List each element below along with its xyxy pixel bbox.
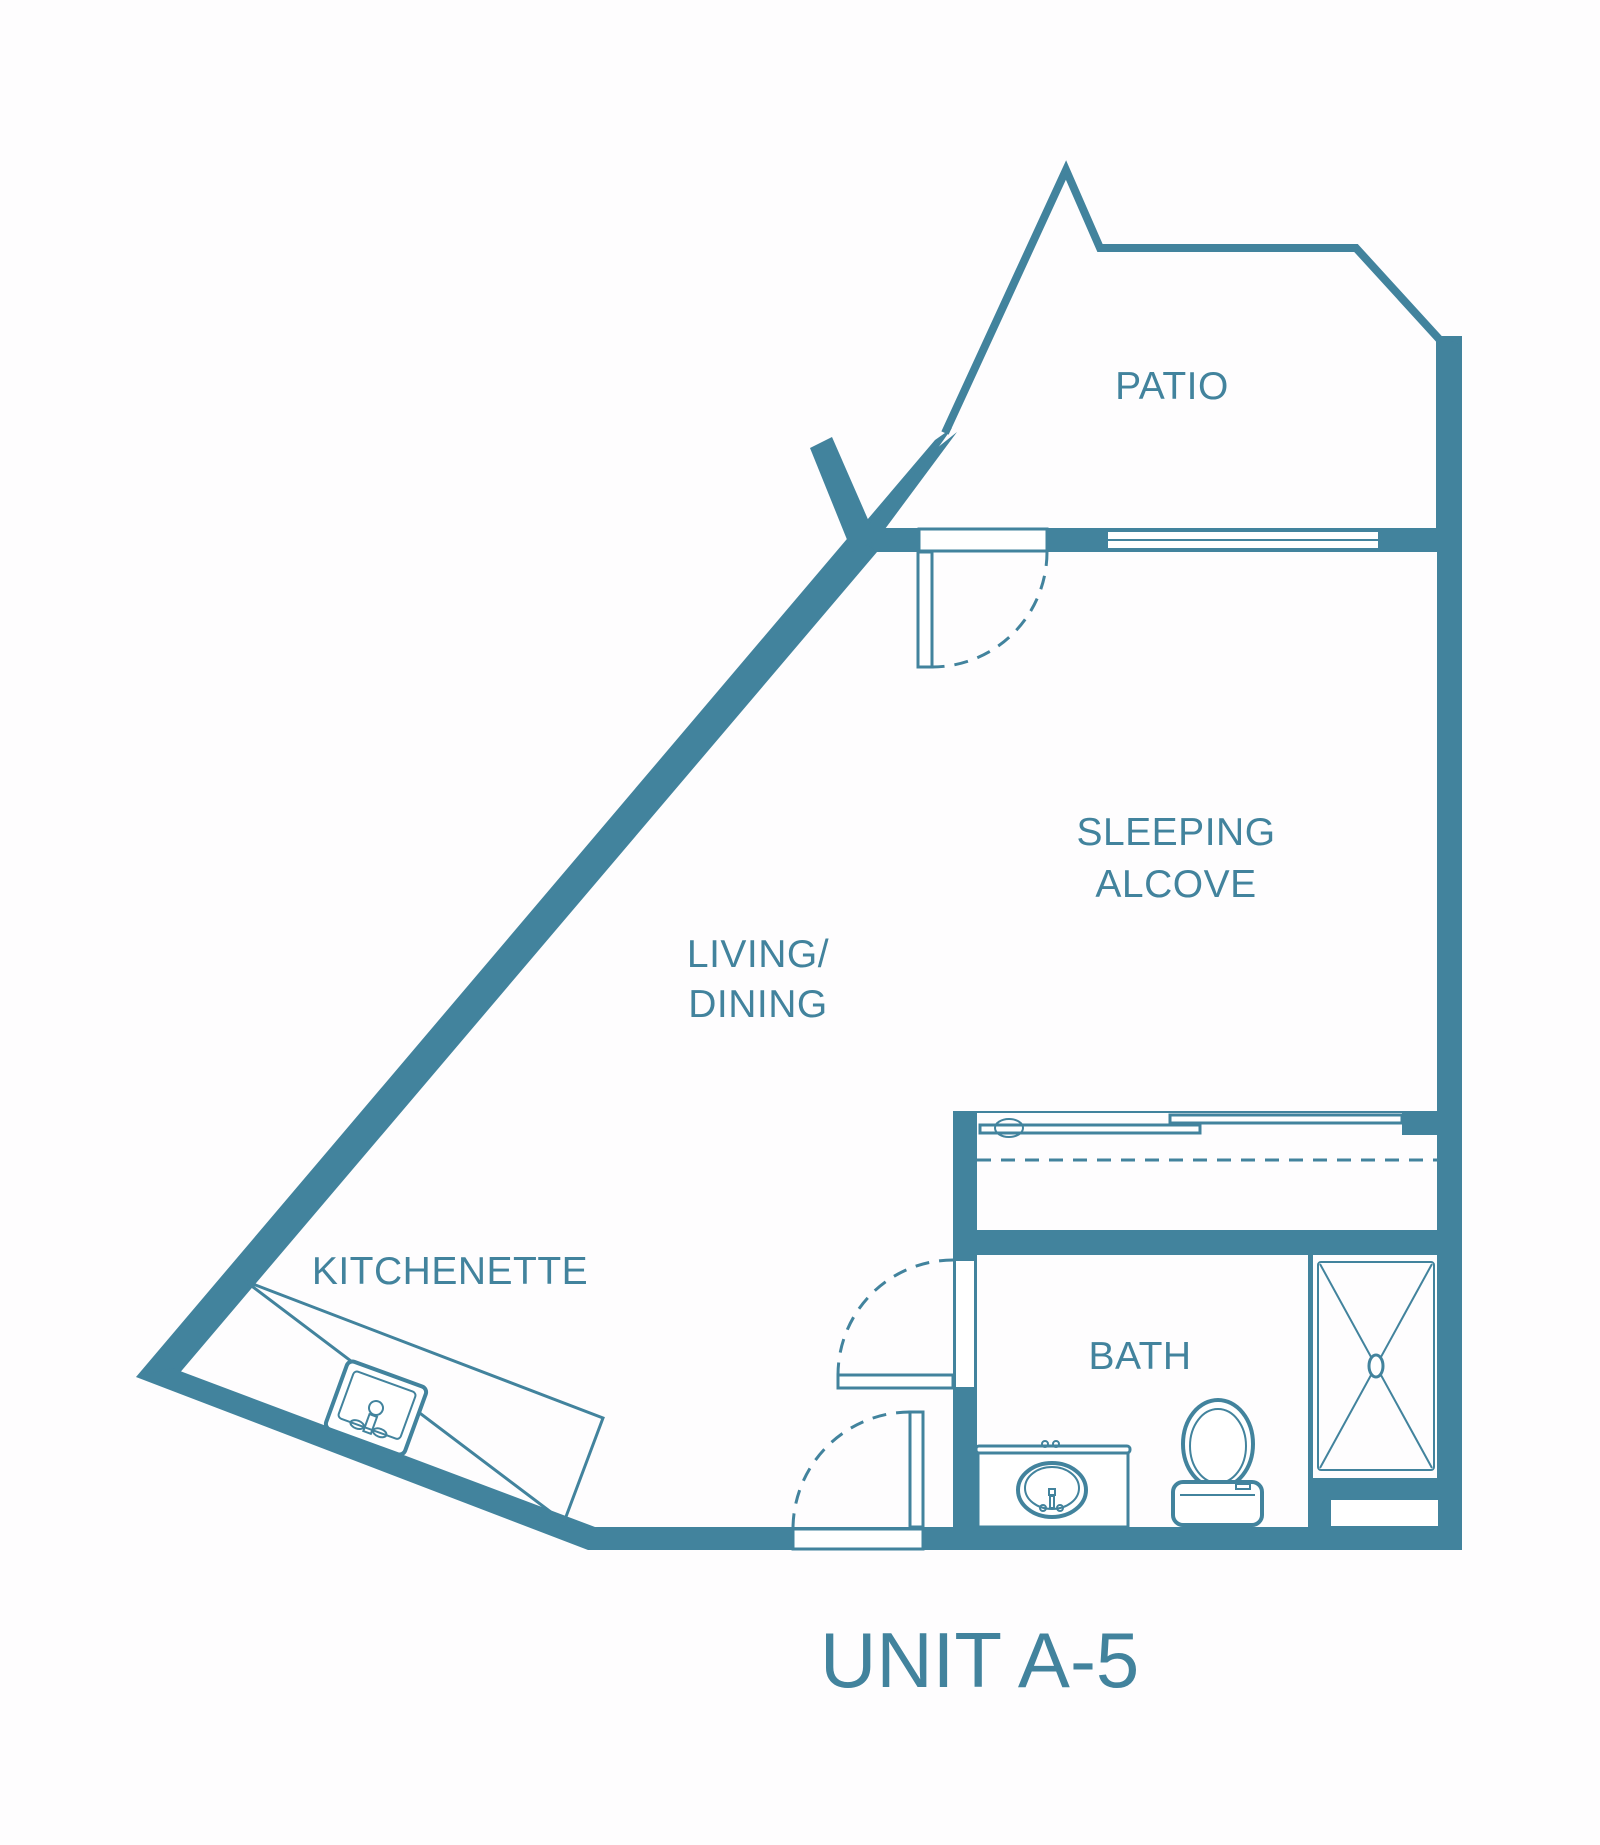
toilet-icon — [1171, 1398, 1264, 1527]
closet-handle-icon — [994, 1118, 1024, 1138]
patio-door-leaf[interactable] — [916, 550, 934, 669]
room-label-living-1: LIVING/ — [686, 933, 830, 976]
left-diagonal-wall — [136, 533, 877, 1382]
bath-door-leaf[interactable] — [836, 1373, 955, 1390]
entry-door-swing — [791, 1410, 911, 1530]
bath-door-swing — [836, 1258, 954, 1376]
right-wall-cap — [1437, 336, 1462, 360]
unit-title: UNIT A-5 — [820, 1616, 1140, 1704]
closet-sliding-door-left[interactable] — [978, 1123, 1202, 1135]
closet-bath-divider-wall — [953, 1230, 1439, 1255]
kitchen-sink-icon — [323, 1359, 429, 1457]
patio-kink-wall — [810, 437, 877, 552]
room-label-patio: PATIO — [1115, 365, 1229, 408]
shower-drain-icon — [1367, 1353, 1385, 1379]
entry-door-leaf[interactable] — [908, 1410, 925, 1529]
closet-sliding-door-right[interactable] — [1168, 1113, 1404, 1125]
room-label-living-2: DINING — [688, 983, 828, 1026]
bath-sink-icon — [974, 1440, 1132, 1529]
shower-left-curb — [1308, 1255, 1313, 1480]
patio-angled-wall — [858, 432, 957, 536]
room-label-bath: BATH — [1088, 1335, 1192, 1378]
closet-top-wall — [953, 1111, 967, 1123]
closet-top-right-stub — [1402, 1111, 1438, 1135]
room-label-kitchenette: KITCHENETTE — [311, 1250, 589, 1293]
entry-door-opening — [791, 1527, 925, 1551]
patio-door-opening — [917, 527, 1049, 553]
shower-icon — [1317, 1261, 1435, 1471]
kitchen-angled-wall — [136, 1368, 595, 1550]
room-label-sleeping-2: ALCOVE — [1095, 863, 1257, 906]
patio-left-wall — [856, 428, 952, 533]
bottom-exterior-wall — [588, 1527, 1462, 1550]
shower-step — [1331, 1500, 1438, 1526]
room-label-sleeping-1: SLEEPING — [1076, 811, 1276, 854]
bath-door-opening — [954, 1259, 976, 1389]
right-exterior-wall — [1437, 336, 1462, 1550]
patio-door-swing — [931, 551, 1049, 669]
patio-outline — [941, 160, 1444, 530]
